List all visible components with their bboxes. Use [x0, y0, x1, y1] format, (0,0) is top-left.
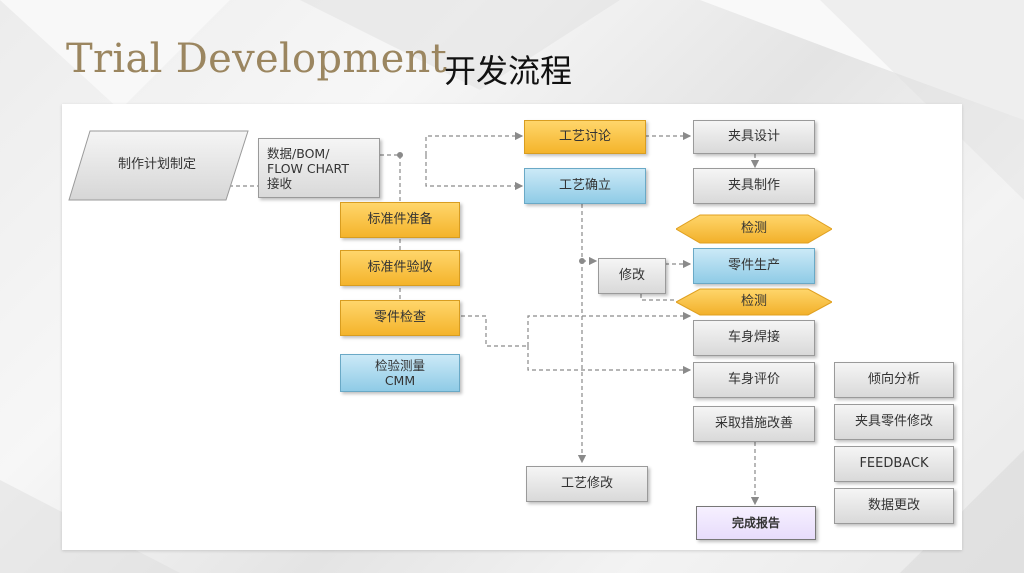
line-to-eval: [527, 346, 692, 375]
body-welding-box: 车身焊接: [693, 320, 815, 356]
line-inspect-out: [461, 315, 528, 347]
line-trunk-to-discuss: [425, 131, 524, 155]
inspect-diamond-1-shape: [676, 214, 832, 244]
process-modify-box: 工艺修改: [526, 466, 648, 502]
page-title-english: Trial Development: [66, 36, 447, 82]
line-trunk-to-confirm: [425, 155, 524, 191]
process-discussion-box: 工艺讨论: [524, 120, 646, 154]
page-title-chinese: 开发流程: [444, 52, 573, 90]
complete-report-box: 完成报告: [696, 506, 816, 540]
inspect-diamond-2-shape: [676, 288, 832, 316]
data-change-box: 数据更改: [834, 488, 954, 524]
standard-part-prepare-box: 标准件准备: [340, 202, 460, 238]
inspect-2-label: 检测: [740, 294, 767, 310]
plan-text: 制作计划制定: [117, 157, 196, 173]
part-production-box: 零件生产: [693, 248, 815, 284]
improvement-measures-box: 采取措施改善: [693, 406, 815, 442]
line-to-weld: [527, 311, 692, 346]
fixture-make-box: 夹具制作: [693, 168, 815, 204]
feedback-box: FEEDBACK: [834, 446, 954, 482]
standard-part-accept-box: 标准件验收: [340, 250, 460, 286]
trend-analysis-box: 倾向分析: [834, 362, 954, 398]
cmm-measure-box: 检验测量 CMM: [340, 354, 460, 392]
node-trunk: [397, 152, 403, 158]
plan-parallelogram-shape: [68, 130, 249, 201]
fixture-design-box: 夹具设计: [693, 120, 815, 154]
body-evaluation-box: 车身评价: [693, 362, 815, 398]
node-confirm: [579, 258, 585, 264]
process-confirm-box: 工艺确立: [524, 168, 646, 204]
line-revise-to-inspect2: [640, 280, 676, 301]
fixture-part-modify-box: 夹具零件修改: [834, 404, 954, 440]
data-bom-flowchart-box: 数据/BOM/ FLOW CHART 接收: [258, 138, 380, 198]
part-inspection-box: 零件检查: [340, 300, 460, 336]
inspect-1-label: 检测: [740, 221, 767, 237]
flowchart-panel: 制作计划制定 数据/BOM/ FLOW CHART 接收 标准件准备 标准件验收…: [62, 104, 962, 550]
revise-box: 修改: [598, 258, 666, 294]
